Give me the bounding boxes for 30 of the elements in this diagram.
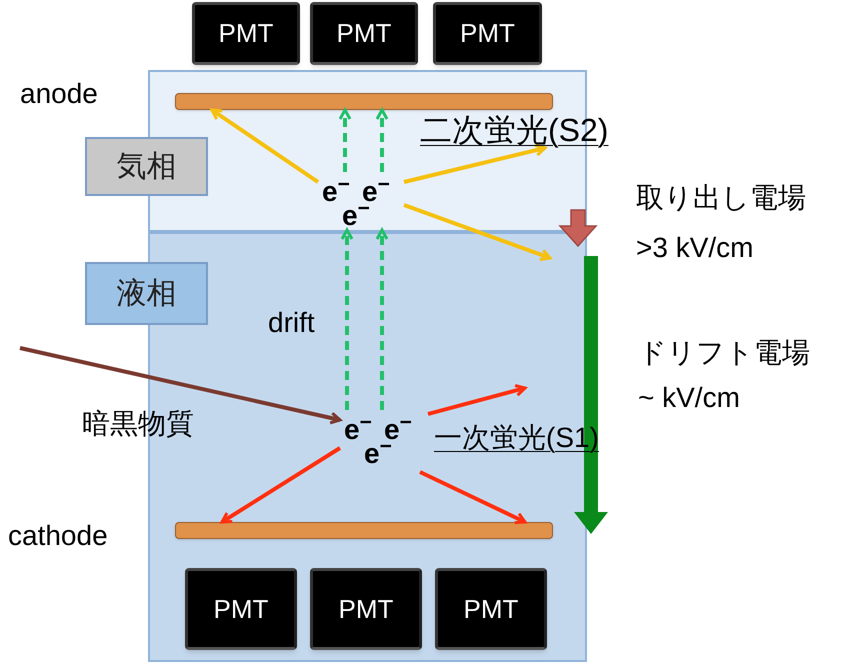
text-label: cathode bbox=[8, 519, 108, 553]
arrow bbox=[20, 346, 342, 424]
text-label: ドリフト電場 bbox=[638, 336, 810, 370]
arrow bbox=[220, 446, 342, 524]
phase-label-box: 液相 bbox=[85, 262, 208, 325]
arrow bbox=[338, 108, 352, 172]
pmt-box: PMT bbox=[192, 2, 300, 65]
cathode-plate bbox=[175, 522, 553, 539]
arrow bbox=[340, 228, 354, 410]
text-label: 取り出し電場 bbox=[636, 181, 806, 215]
arrow bbox=[404, 144, 546, 184]
edge-label: drift bbox=[268, 306, 315, 340]
pmt-box: PMT bbox=[310, 568, 422, 650]
arrow bbox=[403, 203, 552, 262]
phase-label-box: 気相 bbox=[85, 137, 208, 196]
pmt-box: PMT bbox=[435, 568, 547, 650]
arrow bbox=[376, 228, 388, 410]
arrow bbox=[427, 384, 526, 416]
text-label: ~ kV/cm bbox=[638, 381, 740, 415]
edge-label: 暗黒物質 bbox=[82, 407, 194, 441]
arrow bbox=[210, 108, 320, 184]
pmt-box: PMT bbox=[433, 2, 542, 65]
text-label: 二次蛍光(S2) bbox=[420, 110, 608, 150]
anode-plate bbox=[175, 93, 553, 110]
text-label: anode bbox=[20, 77, 98, 111]
arrow bbox=[376, 108, 388, 172]
text-label: >3 kV/cm bbox=[636, 231, 754, 265]
pmt-box: PMT bbox=[310, 2, 418, 65]
pmt-box: PMT bbox=[185, 568, 297, 650]
arrow bbox=[419, 470, 526, 524]
